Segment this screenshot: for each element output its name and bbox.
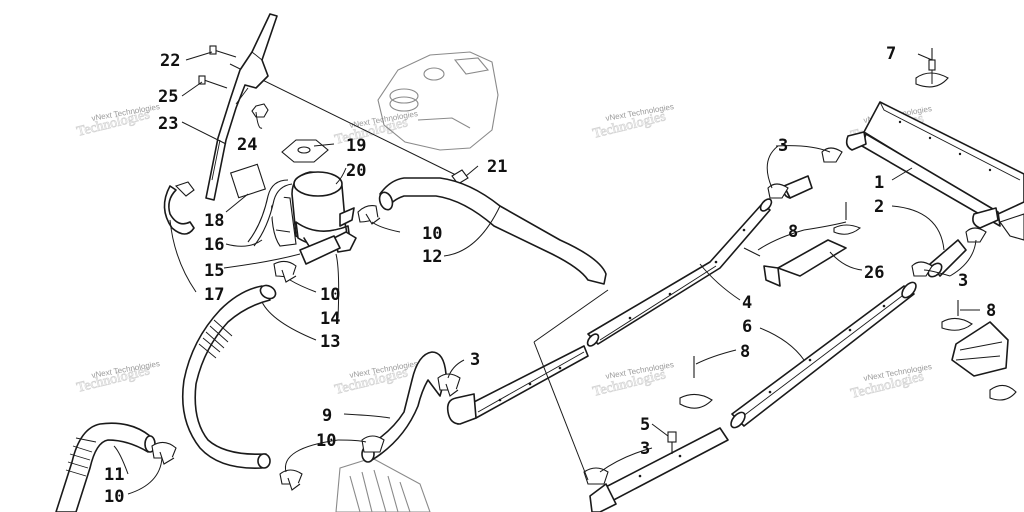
- callout-21: 21: [487, 157, 507, 177]
- callout-10-bottom: 10: [104, 487, 124, 507]
- callout-16: 16: [204, 235, 224, 255]
- cooler-tube-6: [730, 281, 917, 429]
- strap-17: [163, 181, 195, 235]
- callout-26: 26: [864, 263, 884, 283]
- clamp-3-low: [583, 467, 609, 485]
- clamp-3-upper-b: [821, 147, 843, 163]
- clamp-10-lower-left: [279, 469, 303, 491]
- clamp-10-lower: [361, 435, 385, 453]
- callout-25: 25: [158, 87, 178, 107]
- rivet-8-mid: [679, 356, 713, 409]
- mounting-line: [229, 63, 463, 179]
- rivet-8-upper: [833, 202, 862, 235]
- callout-6: 6: [742, 317, 752, 337]
- callout-8-right: 8: [986, 301, 996, 321]
- coolant-bracket: [205, 13, 278, 201]
- callout-14: 14: [320, 309, 340, 329]
- callout-10-upper: 10: [422, 224, 442, 244]
- cooler-tube-4: [446, 198, 773, 425]
- heat-exchanger-1: [845, 101, 1024, 241]
- callout-10-lower: 10: [316, 431, 336, 451]
- callout-15: 15: [204, 261, 224, 281]
- engine-outline: [377, 51, 499, 151]
- bolt-25: [198, 75, 228, 89]
- leader-lines: [113, 51, 980, 495]
- clamp-10-mid: [273, 260, 297, 283]
- cooler-tube-lower: [589, 427, 729, 512]
- bracket-right: [951, 321, 1009, 377]
- callout-4: 4: [742, 293, 752, 313]
- callout-2: 2: [874, 197, 884, 217]
- callout-5: 5: [640, 415, 650, 435]
- callout-19: 19: [346, 136, 366, 156]
- hose-12: [378, 177, 607, 285]
- callout-9: 9: [322, 406, 332, 426]
- hose-13: [181, 284, 277, 469]
- clamp-3-mid: [437, 373, 461, 397]
- bracket-26: [743, 239, 847, 287]
- bleed-screw-5: [667, 431, 677, 454]
- clamp-3-right-b: [965, 227, 987, 243]
- overflow-hose-16: [247, 179, 293, 247]
- expansion-tank: [281, 139, 357, 265]
- callout-13: 13: [320, 332, 340, 352]
- decal-18: [229, 163, 267, 199]
- clamp-10-bottom: [151, 441, 177, 465]
- callout-12: 12: [422, 247, 442, 267]
- callout-8-mid: 8: [740, 342, 750, 362]
- hose-2-upper: [782, 175, 813, 199]
- callout-3-top: 3: [778, 136, 788, 156]
- callout-11: 11: [104, 465, 124, 485]
- clamp-3-upper-a: [767, 183, 789, 199]
- callout-20: 20: [346, 161, 366, 181]
- callout-23: 23: [158, 114, 178, 134]
- callout-22: 22: [160, 51, 180, 71]
- callout-1: 1: [874, 173, 884, 193]
- callout-7: 7: [886, 44, 896, 64]
- bolt-22: [209, 45, 237, 58]
- callout-10-mid: 10: [320, 285, 340, 305]
- callout-3-low: 3: [640, 439, 650, 459]
- callout-3-right: 3: [958, 271, 968, 291]
- callout-17: 17: [204, 285, 224, 305]
- callout-18: 18: [204, 211, 224, 231]
- rivet-8-right: [941, 300, 1017, 401]
- clamp-10-upper: [357, 205, 381, 225]
- callout-24: 24: [237, 135, 257, 155]
- nut-24: [251, 103, 269, 118]
- clamp-3-right-a: [911, 261, 933, 277]
- radiator-outline: [335, 457, 431, 512]
- overflow-bottle-16: [271, 195, 297, 247]
- callout-8-upper: 8: [788, 222, 798, 242]
- callout-labels: 22 25 23 24 19 20 21 18 16 15 17 10 12 1…: [104, 44, 996, 507]
- callout-3-mid: 3: [470, 350, 480, 370]
